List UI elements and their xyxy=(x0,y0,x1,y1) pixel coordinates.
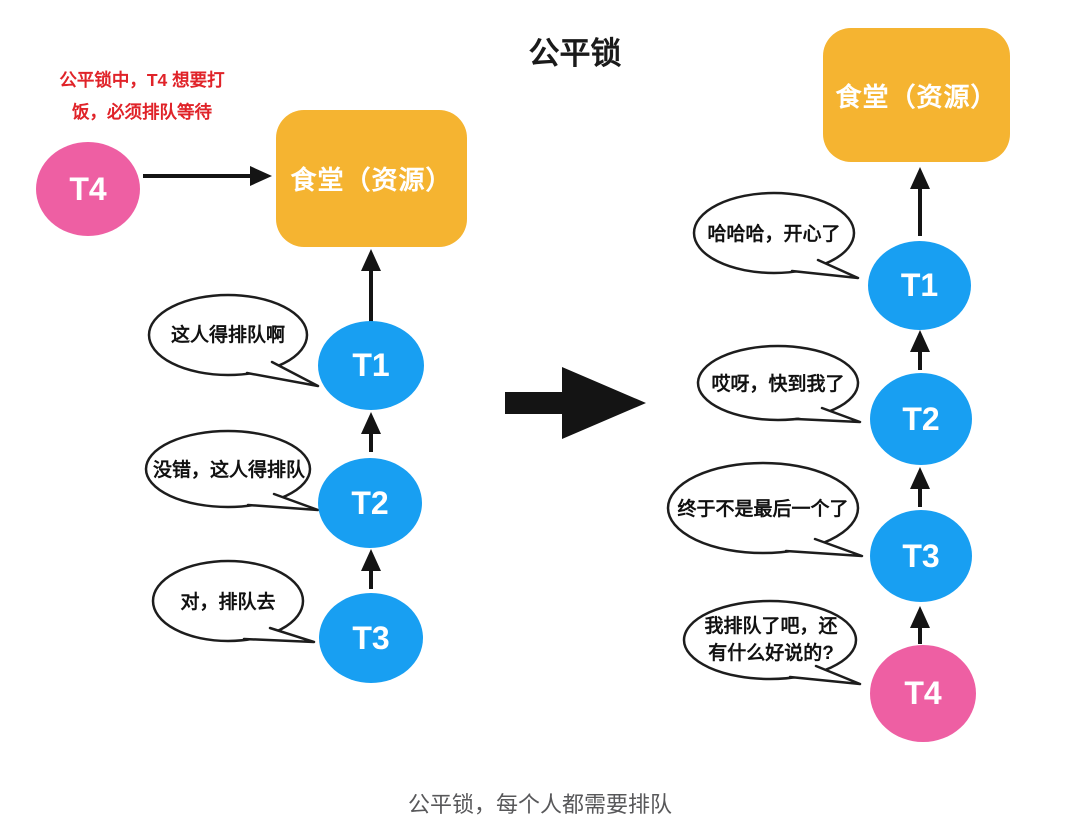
right-thread-t4-node: T4 xyxy=(870,645,976,742)
right-thread-t2-node: T2 xyxy=(870,373,972,465)
note-line-2: 饭，必须排队等待 xyxy=(72,102,212,122)
arrow-right-t4-to-t3 xyxy=(910,606,930,644)
arrow-right-t3-to-t2 xyxy=(910,467,930,507)
arrow-t4-to-canteen xyxy=(143,166,272,186)
right-thread-t1-node: T1 xyxy=(868,241,971,330)
right-t4-bubble-line-1: 我排队了吧，还 xyxy=(704,616,838,637)
left-canteen-resource-box: 食堂（资源） xyxy=(276,110,467,247)
left-thread-t3-node: T3 xyxy=(319,593,423,683)
right-canteen-resource-box: 食堂（资源） xyxy=(823,28,1010,162)
right-t2-bubble-text: 哎呀，快到我了 xyxy=(711,374,845,395)
right-t1-bubble-text: 哈哈哈，开心了 xyxy=(707,224,841,245)
note-line-1: 公平锁中，T4 想要打 xyxy=(59,70,225,90)
arrow-left-t1-to-canteen xyxy=(361,249,381,330)
left-thread-t4-node: T4 xyxy=(36,142,140,236)
right-thread-t3-node: T3 xyxy=(870,510,972,602)
arrow-left-t3-to-t2 xyxy=(361,549,381,589)
arrow-right-t1-to-canteen xyxy=(910,167,930,236)
right-t4-bubble-line-2: 有什么好说的? xyxy=(708,643,834,664)
left-t3-bubble-text: 对，排队去 xyxy=(180,592,276,613)
left-thread-t2-node: T2 xyxy=(318,458,422,548)
bottom-caption: 公平锁，每个人都需要排队 xyxy=(407,792,672,817)
left-t1-bubble-text: 这人得排队啊 xyxy=(170,325,285,346)
right-t4-bubble-text: 我排队了吧，还 有什么好说的? xyxy=(690,613,852,667)
left-annotation-note: 公平锁中，T4 想要打 饭，必须排队等待 xyxy=(36,64,248,128)
left-thread-t1-node: T1 xyxy=(318,321,424,410)
right-t3-bubble-text: 终于不是最后一个了 xyxy=(677,499,849,520)
page-title: 公平锁 xyxy=(528,36,622,71)
arrow-left-t2-to-t1 xyxy=(361,412,381,452)
arrow-right-t2-to-t1 xyxy=(910,330,930,370)
big-transition-arrow-icon xyxy=(505,367,646,439)
left-t2-bubble-text: 没错，这人得排队 xyxy=(152,460,305,481)
